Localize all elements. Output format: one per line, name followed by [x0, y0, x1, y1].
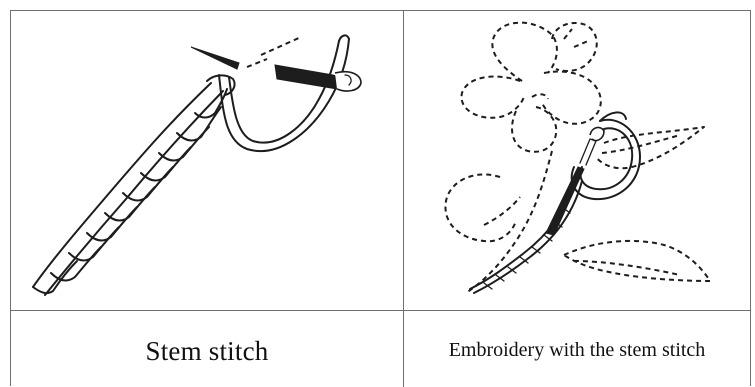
caption-cell-right: Embroidery with the stem stitch — [404, 311, 750, 387]
stem-stitch-illustration-cell — [11, 11, 404, 311]
stem-stitch-illustration — [11, 11, 404, 311]
flower-leaves — [445, 127, 710, 281]
caption-cell-left: Stem stitch — [11, 311, 404, 387]
flower-stem — [466, 151, 582, 293]
needle-and-thread — [546, 112, 640, 235]
thread-loop — [219, 35, 349, 151]
flower-petals — [461, 23, 600, 152]
twisted-thread-rope — [33, 75, 235, 295]
flower-embroidery-illustration-cell — [404, 11, 750, 311]
needle — [191, 37, 361, 91]
caption-stem-stitch: Stem stitch — [146, 336, 269, 367]
illustration-table: Stem stitch Embroidery with the stem sti… — [10, 10, 751, 386]
flower-embroidery-illustration — [404, 11, 750, 311]
caption-embroidery-stem-stitch: Embroidery with the stem stitch — [449, 339, 706, 362]
